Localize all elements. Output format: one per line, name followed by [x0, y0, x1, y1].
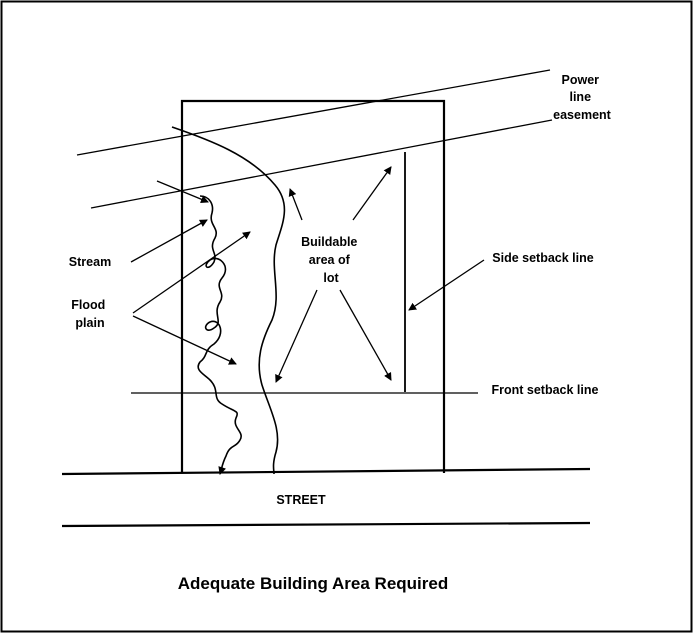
front-setback-label: Front setback line: [492, 383, 599, 397]
flood-plain-boundary: [171, 126, 286, 475]
flood-plain-label-line-1: Flood: [71, 298, 105, 312]
buildable-arrow-upright: [352, 166, 392, 221]
street-label: STREET: [276, 493, 326, 507]
flood-plain-label-line-2: plain: [75, 316, 104, 330]
buildable-arrow-downright: [339, 289, 392, 381]
buildable-area-label-line-3: lot: [323, 271, 339, 285]
power-line-upper: [76, 69, 551, 156]
power-line-label-line-3: easement: [553, 108, 612, 122]
side-setback-arrow: [408, 259, 485, 311]
buildable-area-label-line-1: Buildable: [301, 235, 357, 249]
buildable-arrow-upleft: [288, 188, 303, 221]
street-edge-bottom: [61, 521, 591, 528]
power-line-label: Power line easement: [553, 73, 612, 122]
flood-plain-label: Flood plain: [71, 298, 109, 330]
power-line-label-line-2: line: [569, 90, 591, 104]
side-setback-label: Side setback line: [492, 251, 593, 265]
flood-plain-arrow-up: [132, 231, 251, 314]
diagram-caption: Adequate Building Area Required: [178, 574, 448, 593]
buildable-area-label-line-2: area of: [309, 253, 351, 267]
buildable-arrow-downleft: [275, 289, 318, 383]
power-line-lower: [90, 119, 553, 209]
flood-plain-arrow-down: [132, 315, 237, 365]
stream-pointer-arrow: [156, 180, 209, 204]
power-line-label-line-1: Power: [562, 73, 600, 87]
stream-line: [197, 195, 242, 475]
stream-label: Stream: [69, 255, 111, 269]
street-edge-top: [61, 467, 591, 476]
stream-label-arrow: [130, 219, 208, 263]
buildable-area-label: Buildable area of lot: [301, 235, 361, 285]
